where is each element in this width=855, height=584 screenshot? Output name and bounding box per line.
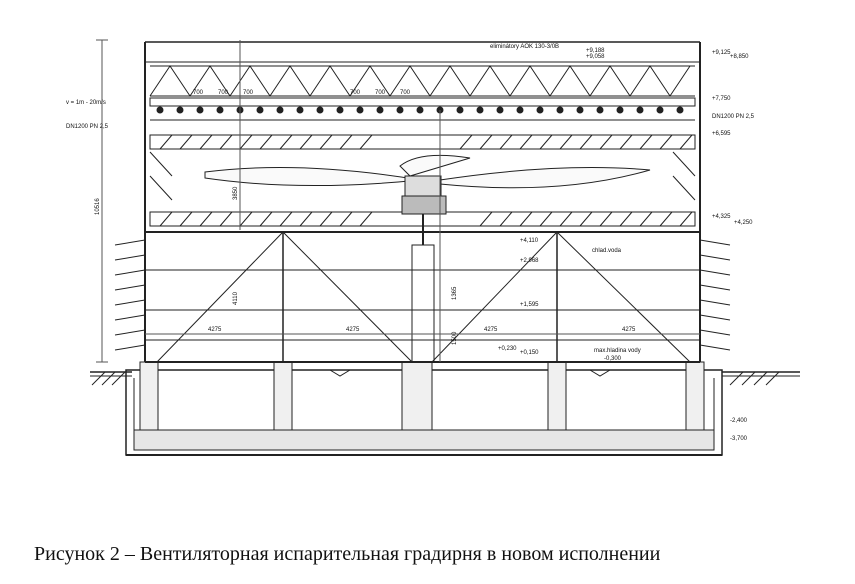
height-dimension: 1365 [452,286,458,300]
drift-eliminator-label: eliminátory AOK 130-3/0B [490,44,559,50]
dimension-700: 700 [375,90,386,96]
fan-blades [204,154,651,189]
dimension-700: 700 [350,90,361,96]
water-level-label: max.hladina vody [594,348,641,354]
elevation-label: -2,400 [730,418,748,424]
elevation-label: +8,850 [730,54,749,60]
elevation-label: +4,325 [712,214,731,220]
elevation-label: +0,150 [520,350,539,356]
cold-water-label: chlad.voda [592,248,622,254]
foundation-piers [139,361,705,431]
pipe-right-label: DN1200 PN 2,5 [712,114,755,120]
velocity-label: v = 1m - 20m/s [66,100,106,106]
figure-caption: Рисунок 2 – Вентиляторная испарительная … [34,543,661,565]
height-dimension: 10516 [95,198,101,215]
dimension-700: 700 [243,90,254,96]
height-dimension: 3850 [233,186,239,200]
span-dimension: 4275 [622,327,636,333]
elevation-label: +0,230 [498,346,517,352]
cooling-tower-drawing: eliminátory AOK 130-3/0B DN1200 PN 2,5 D… [66,39,800,456]
elevation-label: +6,595 [712,131,731,137]
dimension-700: 700 [400,90,411,96]
height-dimension: 1500 [452,331,458,345]
air-inlet-louvers [114,239,731,351]
fan-motor [401,175,447,363]
span-dimension: 4275 [484,327,498,333]
elevation-label: +7,750 [712,96,731,102]
elevation-label: +1,595 [520,302,539,308]
water-level-value: -0,300 [604,356,622,362]
spray-nozzles [149,97,696,121]
span-dimension: 4275 [346,327,360,333]
elevation-label: +9,058 [586,54,605,60]
elevation-label: +4,250 [734,220,753,226]
pipe-left-label: DN1200 PN 2,5 [66,124,109,130]
dimension-700: 700 [218,90,229,96]
elevation-label: +9,188 [586,48,605,54]
dimension-700: 700 [193,90,204,96]
elevation-label: +4,110 [520,238,539,244]
dimension-lines [96,39,700,363]
top-truss [149,65,695,97]
bracing [156,231,691,363]
height-dimension: 4110 [233,291,239,305]
span-dimension: 4275 [208,327,222,333]
elevation-label: +2,968 [520,258,539,264]
elevation-label: -3,700 [730,436,748,442]
ground-surface [90,371,800,386]
elevation-label: +9,125 [712,50,731,56]
